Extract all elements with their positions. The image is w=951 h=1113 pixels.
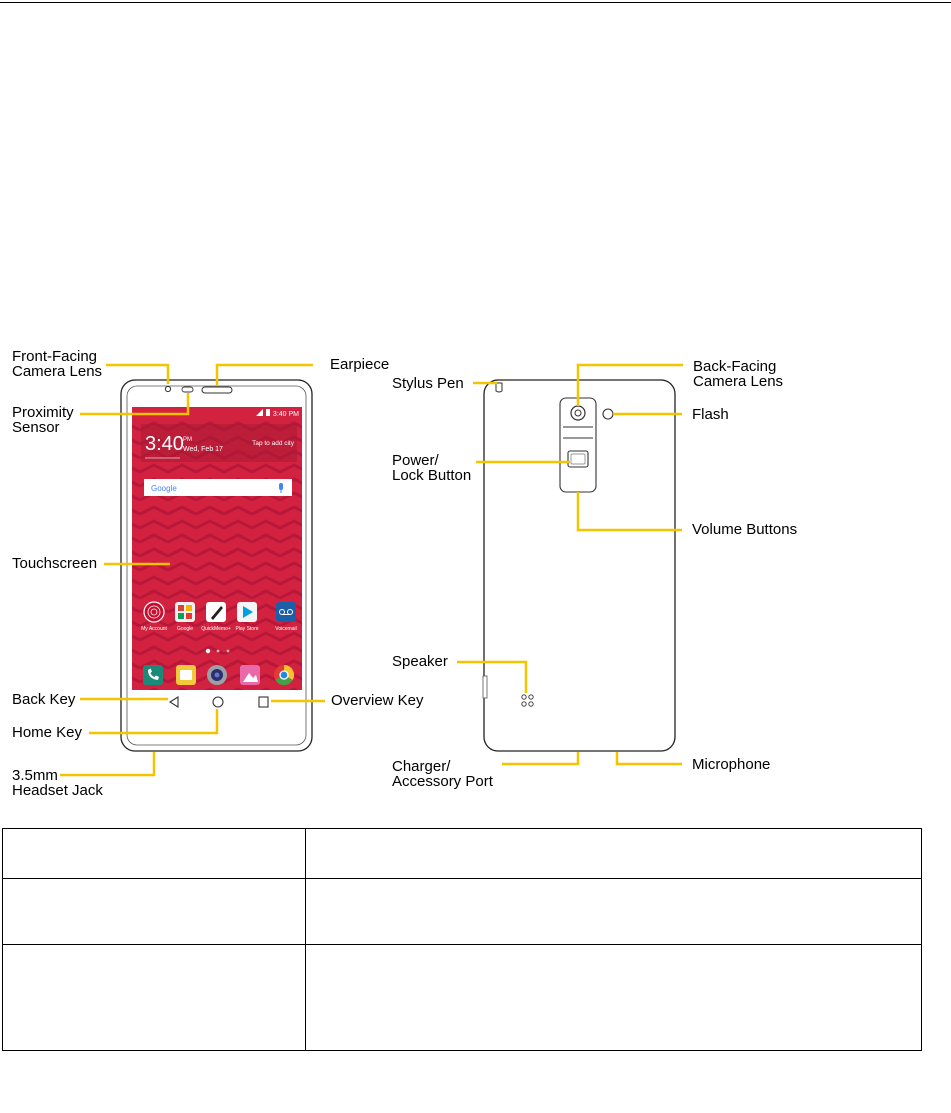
line-speaker (457, 660, 528, 693)
table-header-cell (305, 828, 922, 879)
label-touchscreen: Touchscreen (12, 555, 98, 572)
table-header-row (2, 828, 922, 879)
label-volume: Volume Buttons (692, 521, 798, 538)
label-charger: Charger/ Accessory Port (392, 758, 493, 790)
search-bar[interactable] (144, 479, 292, 496)
table-cell (305, 944, 922, 1051)
app-label-my-account: My Account (141, 626, 167, 632)
status-time: 3:40 PM (273, 411, 299, 418)
status-bar (132, 407, 302, 418)
phone-diagram: 3:40 PM 3:40 PM Wed, Feb 17 Tap to add c… (60, 363, 683, 777)
line-microphone (615, 752, 682, 766)
home-key[interactable] (212, 696, 224, 708)
line-home-key (89, 709, 219, 735)
clock-time: 3:40 (145, 433, 184, 455)
battery-icon (266, 409, 270, 416)
label-back-camera: Back-Facing Camera Lens (693, 358, 784, 390)
line-front-camera (106, 363, 170, 384)
label-back-key: Back Key (12, 691, 76, 708)
app-row (143, 601, 296, 623)
mic-icon[interactable] (279, 483, 283, 493)
voicemail-icon[interactable] (276, 602, 296, 622)
side-key (482, 675, 488, 699)
feature-table (2, 828, 922, 1051)
proximity-sensor (181, 386, 194, 393)
label-flash: Flash (692, 406, 729, 423)
label-home-key: Home Key (12, 724, 83, 741)
label-earpiece: Earpiece (330, 356, 390, 373)
page-indicator (205, 648, 230, 654)
top-rule (0, 2, 951, 3)
app-label-quickmemo: QuickMemo+ (201, 626, 231, 632)
callout-lines (60, 363, 683, 777)
line-earpiece (215, 363, 313, 386)
touchscreen[interactable]: 3:40 PM 3:40 PM Wed, Feb 17 Tap to add c… (132, 407, 302, 714)
weather-prompt[interactable]: Tap to add city (252, 440, 295, 447)
line-headset (60, 752, 156, 777)
label-speaker: Speaker (392, 653, 448, 670)
table-row (2, 878, 922, 945)
table-cell (2, 944, 306, 1051)
back-key[interactable] (168, 696, 179, 708)
line-proximity (80, 393, 190, 416)
line-back-camera (576, 363, 683, 406)
label-headset-jack: 3.5mm Headset Jack (12, 767, 103, 799)
table-header-cell (2, 828, 306, 879)
label-overview-key: Overview Key (331, 692, 424, 709)
stylus-pen[interactable] (495, 382, 503, 393)
dock-phone-icon[interactable] (143, 665, 163, 685)
earpiece-slot (201, 386, 233, 394)
front-camera-lens (164, 385, 172, 393)
table-row (2, 944, 922, 1051)
label-stylus: Stylus Pen (392, 375, 464, 392)
label-microphone: Microphone (692, 756, 771, 773)
label-front-camera: Front-Facing Camera Lens (12, 348, 103, 380)
app-label-voicemail: Voicemail (275, 626, 296, 632)
app-label-play-store: Play Store (235, 626, 258, 632)
back-phone (482, 379, 676, 752)
line-volume (576, 492, 682, 532)
dock (143, 664, 295, 686)
clock-date: Wed, Feb 17 (183, 446, 223, 453)
speaker-grille (521, 694, 534, 707)
signal-icon (256, 409, 263, 416)
label-proximity: Proximity Sensor (12, 404, 74, 436)
overview-key[interactable] (258, 696, 269, 708)
clock-ampm: PM (183, 437, 192, 443)
line-charger (502, 752, 580, 766)
label-power-lock: Power/ Lock Button (392, 452, 472, 484)
app-labels: My Account Google QuickMemo+ Play Store … (141, 626, 297, 632)
clock-widget (141, 424, 297, 462)
my-account-icon[interactable] (143, 601, 165, 623)
back-phone-body (483, 379, 676, 752)
table-cell (305, 878, 922, 945)
table-cell (2, 878, 306, 945)
search-brand: Google (151, 484, 177, 493)
app-label-google: Google (177, 626, 193, 632)
front-phone: 3:40 PM 3:40 PM Wed, Feb 17 Tap to add c… (120, 379, 313, 752)
flash (602, 408, 614, 420)
